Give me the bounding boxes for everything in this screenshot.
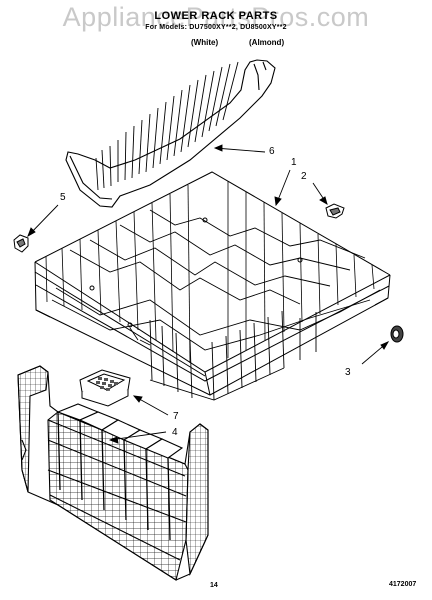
part-7-basket-cover [79, 369, 131, 407]
part-3-wheel [390, 325, 404, 343]
document-number: 4172007 [389, 581, 417, 588]
watermark: AppliancePartsPros.com [62, 2, 370, 32]
part-6-tine-row [65, 59, 276, 208]
callout-4: 4 [172, 427, 178, 438]
page-number: 14 [210, 582, 218, 589]
variant-white: (White) [191, 38, 219, 47]
callout-5: 5 [60, 192, 66, 203]
variant-almond: (Almond) [249, 38, 285, 47]
page-title: LOWER RACK PARTS [154, 10, 278, 22]
part-4-silverware-basket [17, 365, 209, 581]
callout-3: 3 [345, 367, 351, 378]
callout-6: 6 [269, 146, 275, 157]
part-2-clip [325, 203, 345, 219]
callout-7: 7 [173, 411, 179, 422]
parts-for-line: For Models: DU7500XY**2, DU8500XY**2 [145, 24, 287, 31]
part-5-clip [13, 234, 29, 253]
part-1-lower-rack [34, 171, 391, 401]
leader-lines [27, 144, 390, 444]
callout-2: 2 [301, 171, 307, 182]
callout-1: 1 [291, 157, 297, 168]
